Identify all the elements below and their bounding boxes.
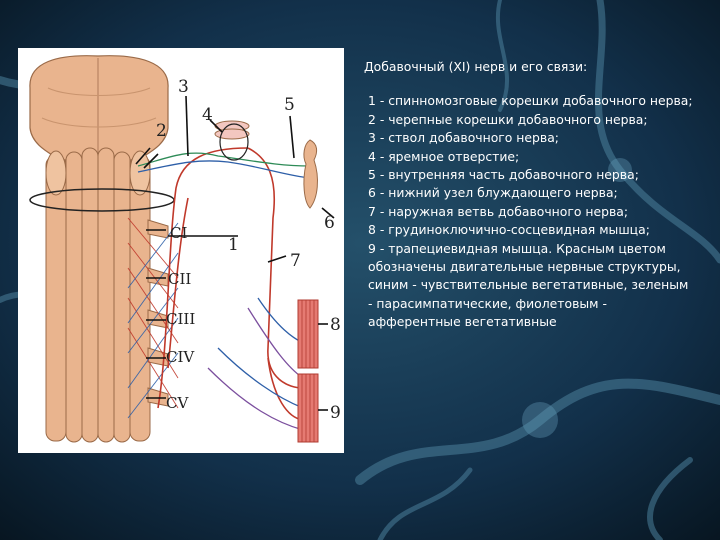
- label-c4: CIV: [166, 348, 195, 366]
- label-6: 6: [324, 213, 335, 233]
- spinal-cord: [45, 147, 151, 443]
- illustration-panel: 3 2 4 5 6 1 7 8 9 CI CII CIII CIV CV: [18, 48, 344, 453]
- label-4: 4: [202, 105, 213, 125]
- label-c2: CII: [168, 270, 191, 288]
- label-c1: CI: [170, 224, 187, 242]
- label-1: 1: [228, 235, 239, 255]
- caption-item: 6 - нижний узел блуждающего нерва;: [368, 185, 618, 201]
- label-c5: CV: [166, 394, 189, 412]
- caption-item: 9 - трапециевидная мышца. Красным цветом…: [368, 240, 689, 330]
- caption-item: 8 - грудиноключично-сосцевидная мышца;: [368, 222, 650, 238]
- caption-item: 2 - черепные корешки добавочного нерва;: [368, 111, 648, 127]
- caption-item: 4 - яремное отверстие;: [368, 148, 520, 164]
- label-8: 8: [330, 315, 341, 335]
- caption-item: 3 - ствол добавочного нерва;: [368, 130, 559, 146]
- caption-title: Добавочный (XI) нерв и его связи:: [364, 59, 588, 74]
- label-5: 5: [284, 95, 295, 115]
- inferior-vagal-ganglion: [303, 139, 318, 209]
- caption: Добавочный (XI) нерв и его связи: 1 - сп…: [364, 58, 694, 332]
- label-3: 3: [178, 77, 189, 97]
- medulla-oblongata: [29, 55, 169, 161]
- trapezius-muscle: [297, 373, 319, 443]
- label-2: 2: [156, 121, 167, 141]
- motor-pathway: [157, 147, 304, 421]
- sternocleidomastoid-muscle: [297, 299, 319, 369]
- label-7: 7: [290, 251, 301, 271]
- caption-item: 7 - наружная ветвь добавочного нерва;: [368, 203, 629, 219]
- label-9: 9: [330, 403, 341, 423]
- accessory-nerve-diagram: 3 2 4 5 6 1 7 8 9 CI CII CIII CIV CV: [29, 55, 341, 443]
- caption-item: 5 - внутренняя часть добавочного нерва;: [368, 167, 639, 183]
- caption-item: 1 - спинномозговые корешки добавочного н…: [368, 93, 693, 109]
- caption-list: 1 - спинномозговые корешки добавочного н…: [364, 92, 694, 331]
- label-c3: CIII: [166, 310, 195, 328]
